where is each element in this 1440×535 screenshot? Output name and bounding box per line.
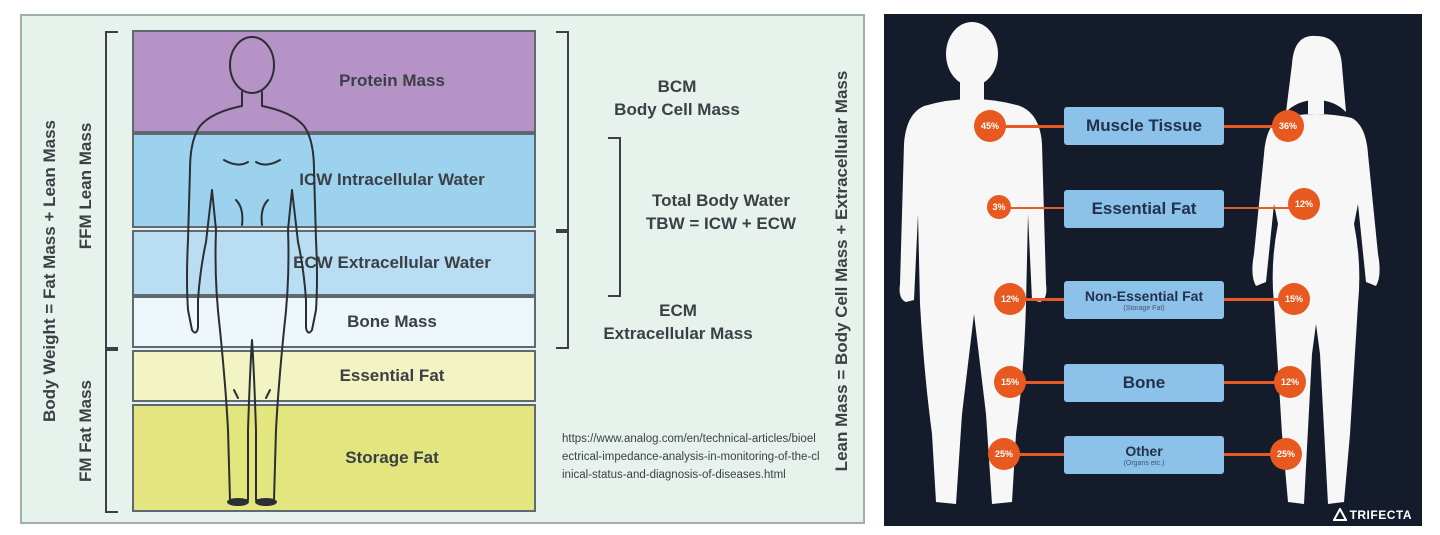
essential-fat-label-right: Essential Fat xyxy=(1091,199,1197,218)
icw-band: ICW Intracellular Water xyxy=(132,133,536,228)
bone-box: Bone xyxy=(1064,364,1224,402)
tbw-formula: TBW = ICW + ECW xyxy=(645,213,797,233)
male-other-badge: 25% xyxy=(988,438,1020,470)
non-essential-fat-sub: (Storage Fat) xyxy=(1123,305,1165,312)
female-other-badge: 25% xyxy=(1270,438,1302,470)
silhouettes xyxy=(899,22,1380,504)
male-non-essential-fat-badge: 12% xyxy=(994,283,1026,315)
bcm-abbrev: BCM xyxy=(657,77,697,96)
non-essential-fat-box: Non-Essential Fat (Storage Fat) xyxy=(1064,281,1224,319)
female-non-essential-fat-badge: 15% xyxy=(1278,283,1310,315)
non-essential-fat-label: Non-Essential Fat xyxy=(1084,288,1204,304)
male-bone-badge: 15% xyxy=(994,366,1026,398)
ffm-lean-mass-label: FFM Lean Mass xyxy=(76,122,95,250)
storage-fat-label: Storage Fat xyxy=(345,447,439,467)
bone-label: Bone xyxy=(1122,373,1166,392)
ecm-abbrev: ECM xyxy=(659,301,697,320)
bcm-full: Body Cell Mass xyxy=(614,99,740,119)
bcm-label: BCM Body Cell Mass xyxy=(602,76,752,122)
male-muscle-badge: 45% xyxy=(974,110,1006,142)
tbw-label: Total Body Water TBW = ICW + ECW xyxy=(626,190,816,236)
tbw-full: Total Body Water xyxy=(652,191,790,210)
brand-name: TRIFECTA xyxy=(1349,508,1412,522)
bone-mass-band: Bone Mass xyxy=(132,296,536,348)
essential-fat-label: Essential Fat xyxy=(339,365,445,385)
icw-label: ICW Intracellular Water xyxy=(299,170,485,190)
other-box: Other (Organs etc.) xyxy=(1064,436,1224,474)
other-label: Other xyxy=(1125,443,1163,459)
body-composition-comparison: Muscle Tissue 45% 36% Essential Fat 3% 1… xyxy=(884,14,1422,526)
brand-logo: TRIFECTA xyxy=(1332,508,1412,522)
male-silhouette-icon xyxy=(899,22,1047,504)
essential-fat-band: Essential Fat xyxy=(132,350,536,402)
female-essential-fat-badge: 12% xyxy=(1288,188,1320,220)
protein-mass-label: Protein Mass xyxy=(339,71,445,91)
muscle-tissue-box: Muscle Tissue xyxy=(1064,107,1224,145)
storage-fat-band: Storage Fat xyxy=(132,404,536,512)
other-sub: (Organs etc.) xyxy=(1123,460,1165,467)
trifecta-logo-icon xyxy=(1332,508,1347,521)
muscle-tissue-label: Muscle Tissue xyxy=(1086,116,1202,135)
source-url: https://www.analog.com/en/technical-arti… xyxy=(562,433,820,481)
female-bone-badge: 12% xyxy=(1274,366,1306,398)
female-silhouette-icon xyxy=(1252,35,1380,504)
body-weight-label: Body Weight = Fat Mass + Lean Mass xyxy=(40,120,59,422)
ecw-band: ECW Extracellular Water xyxy=(132,230,536,296)
bone-mass-label: Bone Mass xyxy=(347,311,437,331)
ecm-full: Extracellular Mass xyxy=(603,323,753,343)
lean-mass-formula-label: Lean Mass = Body Cell Mass + Extracellul… xyxy=(832,70,851,472)
body-composition-diagram: Protein Mass ICW Intracellular Water ECW… xyxy=(20,14,865,524)
ecw-label: ECW Extracellular Water xyxy=(293,252,491,272)
ecm-label: ECM Extracellular Mass xyxy=(588,300,768,346)
fm-fat-mass-label: FM Fat Mass xyxy=(76,379,95,483)
male-essential-fat-badge: 3% xyxy=(987,195,1011,219)
essential-fat-box: Essential Fat xyxy=(1064,190,1224,228)
female-muscle-badge: 36% xyxy=(1272,110,1304,142)
protein-mass-band: Protein Mass xyxy=(132,30,536,133)
